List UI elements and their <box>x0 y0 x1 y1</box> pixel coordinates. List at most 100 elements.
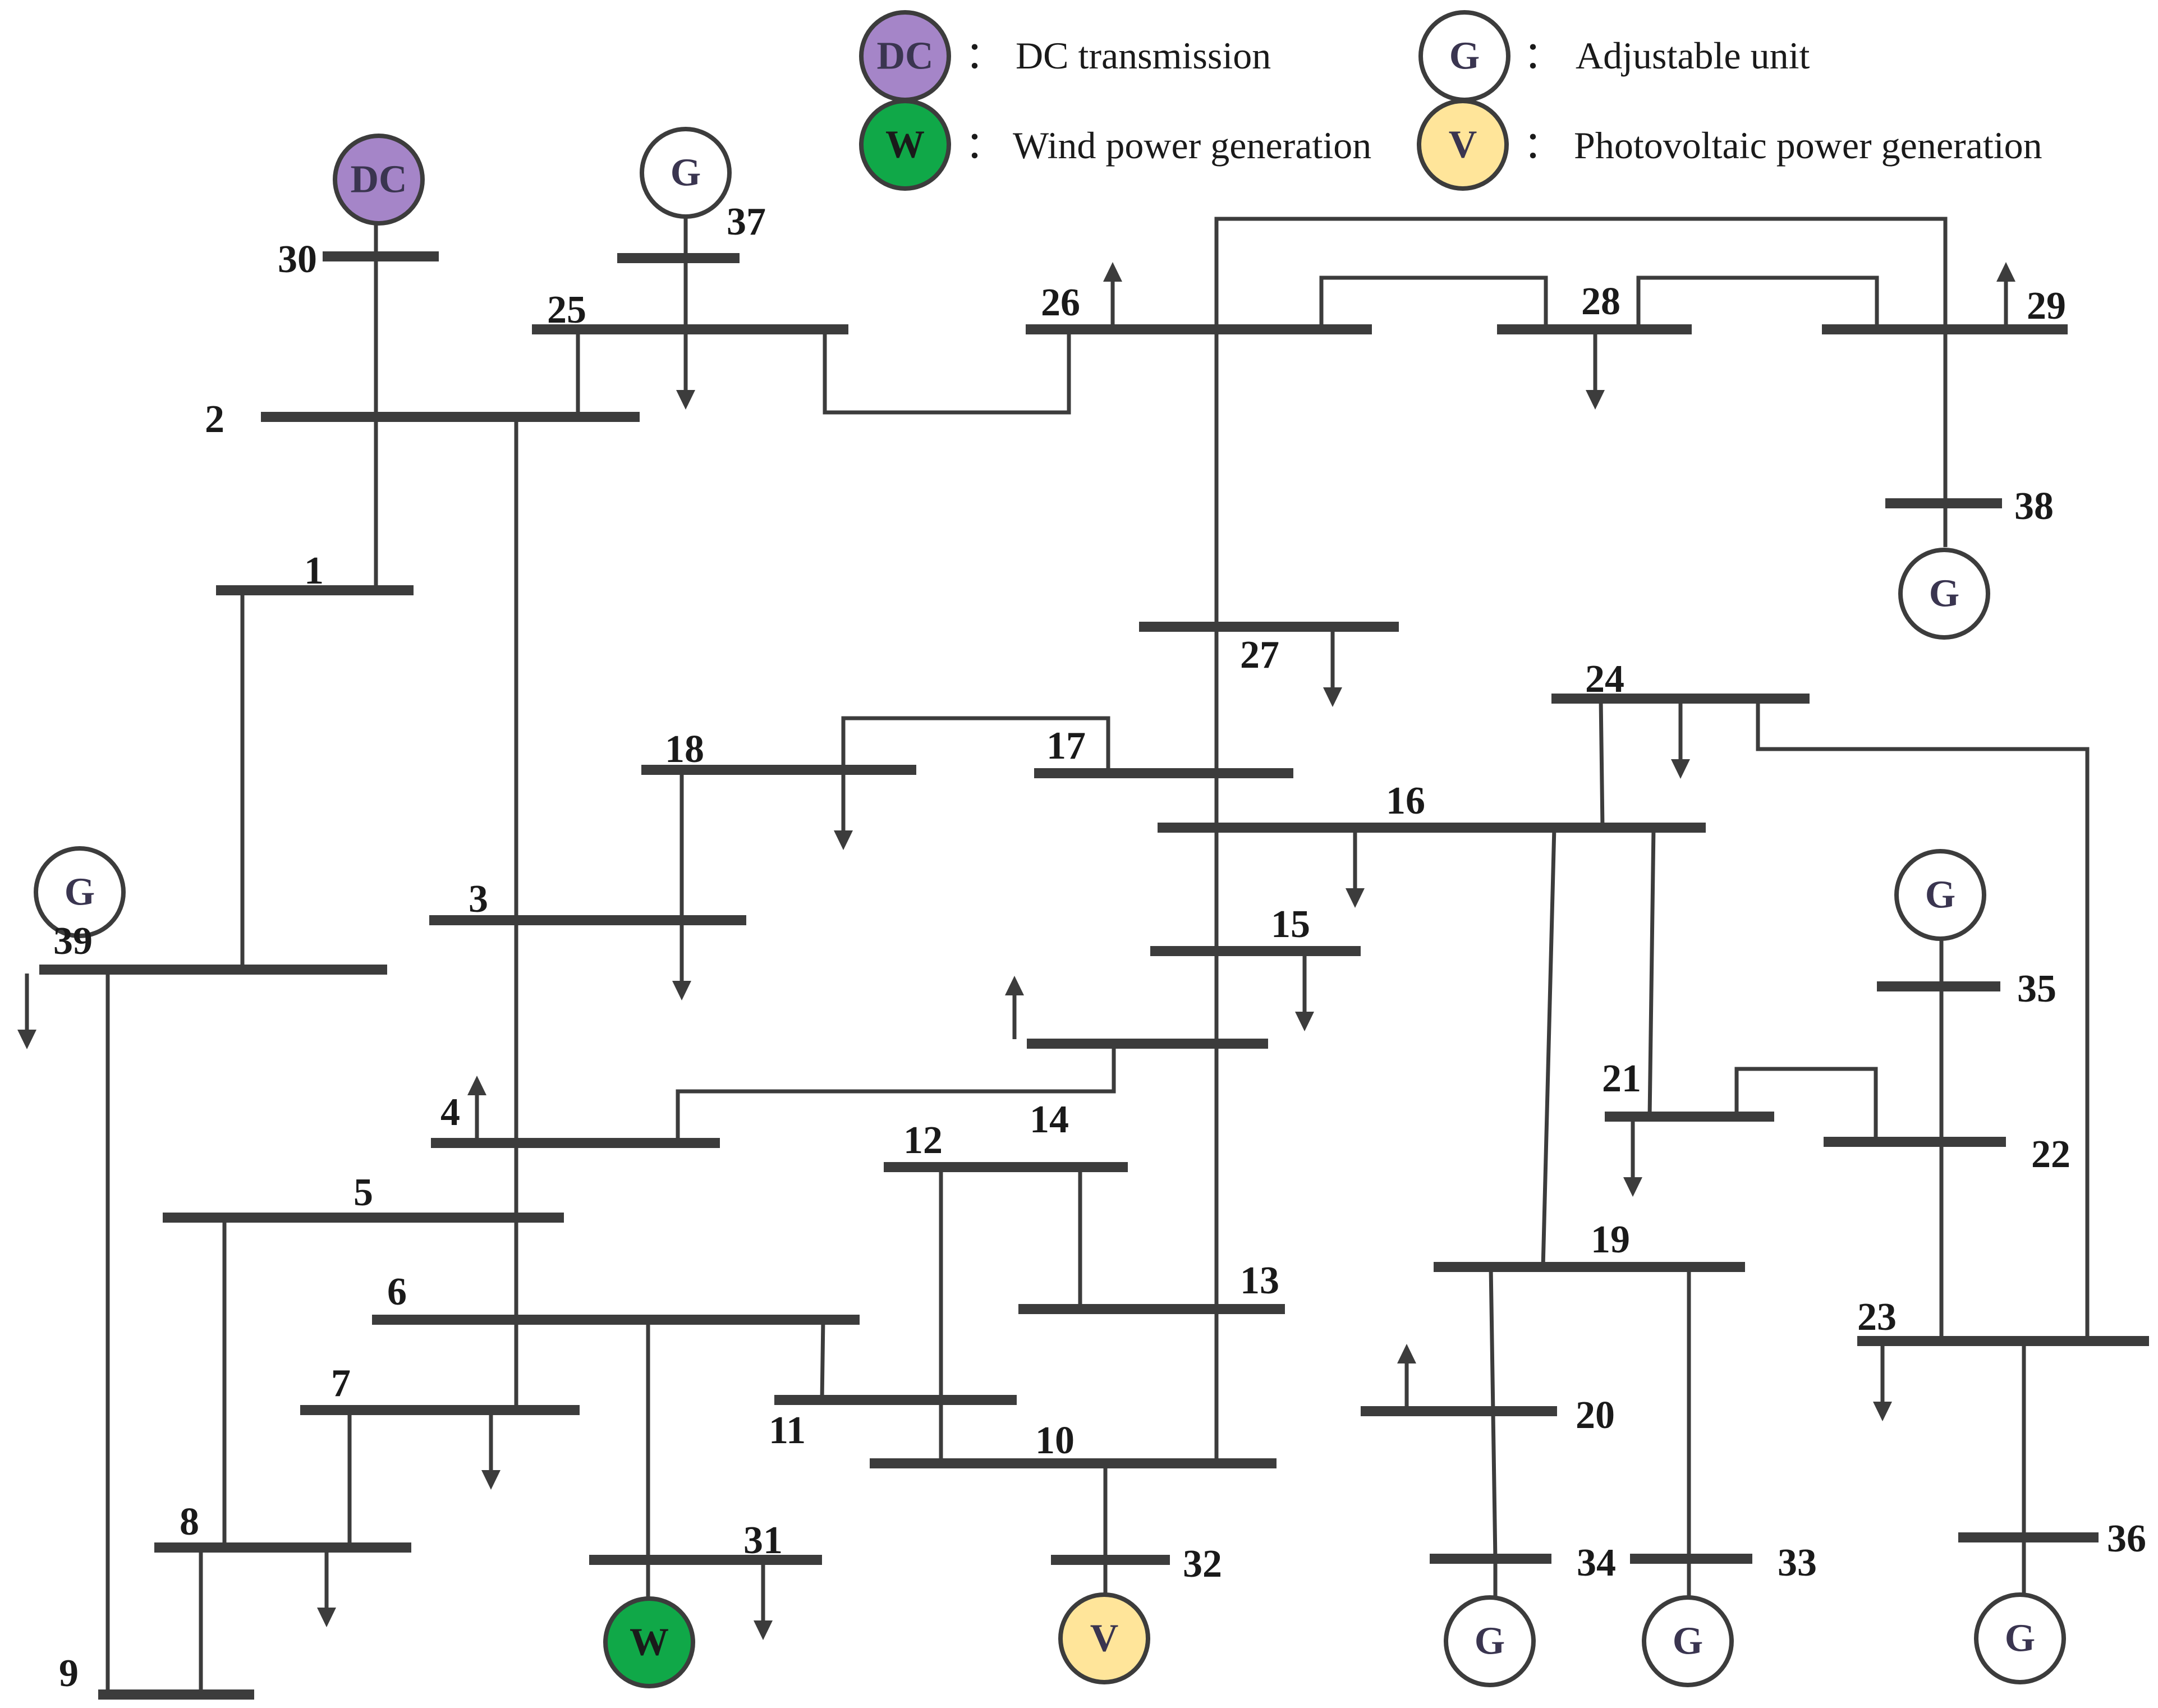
generator-38: G <box>1898 548 1990 640</box>
load-arrow-28 <box>1586 334 1605 410</box>
bus-label-10: 10 <box>1035 1419 1075 1462</box>
line-28-29 <box>1636 276 1879 331</box>
bus-label-34: 34 <box>1577 1541 1616 1585</box>
line-16-21 <box>1647 827 1656 1117</box>
generator-circle <box>1444 1595 1536 1687</box>
load-arrow-7 <box>481 1414 501 1490</box>
bus-label-25: 25 <box>547 288 586 332</box>
bus-label-3: 3 <box>469 878 488 921</box>
generator-36: G <box>1974 1592 2066 1684</box>
bus-label-11: 11 <box>769 1409 806 1452</box>
line-16-19 <box>1541 827 1556 1268</box>
pv-source-circle <box>1058 1592 1150 1684</box>
transmission-lines <box>105 205 2090 1695</box>
bus-label-5: 5 <box>353 1171 373 1214</box>
load-arrow-25 <box>676 334 695 410</box>
load-arrow-3 <box>672 925 691 1000</box>
load-arrow-21 <box>1623 1121 1642 1197</box>
generator-label: G <box>1475 1620 1505 1663</box>
bus-label-8: 8 <box>180 1500 199 1544</box>
line-16-24 <box>1599 698 1605 828</box>
bus-label-36: 36 <box>2107 1517 2146 1560</box>
bus-label-4: 4 <box>440 1091 460 1134</box>
legend-v-label: Photovoltaic power generation <box>1574 124 2042 167</box>
load-arrow-27 <box>1323 631 1342 707</box>
load-arrow-29 <box>1996 262 2015 325</box>
load-arrow-16 <box>1346 832 1365 908</box>
bus-label-17: 17 <box>1046 724 1086 768</box>
line-21-22 <box>1734 1067 1878 1142</box>
legend-separator: ： <box>965 34 1003 77</box>
line-25-26 <box>823 331 1071 415</box>
load-arrow-15 <box>1295 956 1314 1031</box>
load-arrow-24 <box>1671 703 1690 779</box>
bus-label-31: 31 <box>743 1519 783 1562</box>
generator-label: G <box>1673 1620 1703 1663</box>
generator-circle <box>1898 548 1990 640</box>
bus-label-27: 27 <box>1240 633 1279 677</box>
generator-label: G <box>2005 1617 2035 1660</box>
bus-label-19: 19 <box>1591 1218 1630 1261</box>
legend-v-symbol <box>1417 99 1509 191</box>
bus-label-1: 1 <box>304 549 324 593</box>
load-arrow-12 <box>1005 976 1024 1039</box>
sources: DC G G G G W V G <box>34 127 2066 1688</box>
bus-label-33: 33 <box>1778 1541 1817 1585</box>
load-arrow-18 <box>834 774 853 850</box>
bus-label-6: 6 <box>387 1270 407 1314</box>
bus-labels: 30 37 25 26 28 29 2 38 1 27 24 18 17 16 … <box>53 200 2146 1695</box>
legend-item-v: V ： Photovoltaic power generation <box>1417 99 2042 191</box>
wind-source-31: W <box>603 1596 695 1688</box>
bus-label-30: 30 <box>278 238 317 281</box>
line-26-29-via-top <box>1214 217 1948 1467</box>
bus-label-38: 38 <box>2014 485 2054 528</box>
bus-label-16: 16 <box>1386 779 1425 823</box>
generator-circle <box>34 846 126 938</box>
line-4-14 <box>676 1045 1116 1143</box>
legend-dc-label: DC transmission <box>1016 34 1271 77</box>
legend-g-label: Adjustable unit <box>1576 34 1810 77</box>
bus-label-7: 7 <box>331 1362 351 1405</box>
legend-item-g: G ： Adjustable unit <box>1418 10 1810 102</box>
bus-label-20: 20 <box>1576 1394 1615 1437</box>
legend-w-symbol <box>859 99 951 191</box>
load-arrow-26 <box>1103 262 1122 325</box>
generator-circle <box>1642 1595 1734 1687</box>
legend-w-label: Wind power generation <box>1013 124 1371 167</box>
bus-label-39: 39 <box>53 920 93 963</box>
bus-label-15: 15 <box>1271 903 1310 946</box>
load-arrow-20 <box>1397 1344 1416 1407</box>
legend-item-w: W ： Wind power generation <box>859 99 1371 191</box>
bus-label-24: 24 <box>1585 658 1624 701</box>
load-arrow-8 <box>317 1551 336 1627</box>
generator-stubs <box>374 185 2026 1608</box>
generator-label: G <box>671 151 701 195</box>
bus-label-21: 21 <box>1602 1057 1641 1100</box>
generator-39: G <box>34 846 126 938</box>
legend-separator: ： <box>1523 34 1562 77</box>
bus-label-29: 29 <box>2027 284 2066 328</box>
generator-circle <box>640 127 732 219</box>
bus-label-12: 12 <box>903 1119 943 1162</box>
load-arrow-39 <box>17 974 36 1049</box>
legend-v-symbol-text: V <box>1449 123 1477 167</box>
generator-label: G <box>1929 572 1959 616</box>
generator-label: G <box>65 871 95 914</box>
generator-circle <box>1974 1592 2066 1684</box>
legend-separator: ： <box>965 124 1003 167</box>
bus-label-2: 2 <box>205 398 224 441</box>
load-arrow-4 <box>467 1076 486 1139</box>
bus-label-23: 23 <box>1857 1296 1897 1339</box>
dc-source-label: DC <box>350 158 407 201</box>
load-arrow-23 <box>1873 1346 1892 1421</box>
generator-circle <box>1894 849 1986 941</box>
generator-34: G <box>1444 1595 1536 1687</box>
pv-source-32: V <box>1058 1592 1150 1684</box>
legend: DC ： DC transmission G ： Adjustable unit… <box>859 10 2042 191</box>
legend-dc-symbol-text: DC <box>876 35 933 78</box>
bus-label-28: 28 <box>1581 280 1620 323</box>
legend-g-symbol-text: G <box>1449 35 1480 78</box>
generator-label: G <box>1925 874 1955 917</box>
pv-source-label: V <box>1090 1617 1119 1660</box>
